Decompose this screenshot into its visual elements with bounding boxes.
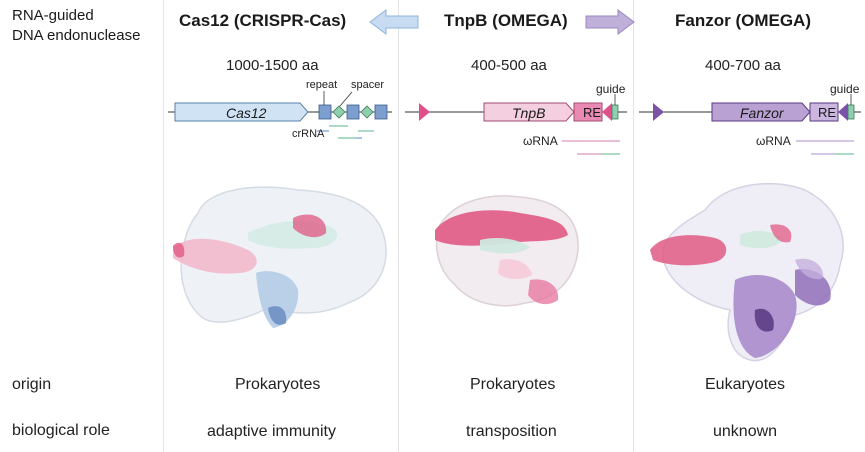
tnpb-gene-label: TnpB — [512, 105, 545, 121]
tnpb-guide-box — [612, 105, 618, 119]
tnpb-right-end-marker — [602, 103, 612, 121]
fanzor-guide-label: guide — [830, 82, 859, 96]
cas12-protein-structure — [168, 178, 394, 338]
fanzor-guide-box — [848, 105, 854, 119]
repeat-box — [319, 105, 331, 119]
fanzor-gene-label: Fanzor — [740, 105, 784, 121]
role-fanzor: unknown — [713, 423, 777, 441]
tnpb-protein-structure — [420, 185, 590, 320]
spacer-diamond — [333, 106, 345, 118]
origin-tnpb: Prokaryotes — [470, 376, 555, 394]
row-label-role: biological role — [12, 422, 110, 440]
row-header-line-1: RNA-guided — [12, 6, 140, 26]
crrna-label: crRNA — [292, 128, 324, 140]
row-label-origin: origin — [12, 376, 51, 394]
repeat-label: repeat — [306, 79, 337, 91]
column-divider-3 — [633, 0, 634, 452]
length-tnpb: 400-500 aa — [471, 57, 547, 74]
row-header-line-2: DNA endonuclease — [12, 26, 140, 46]
origin-cas12: Prokaryotes — [235, 376, 320, 394]
tnpb-omega-rna-label: ωRNA — [523, 134, 558, 148]
tnpb-left-end-marker — [419, 103, 430, 121]
column-title-cas12: Cas12 (CRISPR-Cas) — [179, 11, 346, 31]
right-arrow-icon — [584, 8, 636, 36]
tnpb-re-label: RE — [583, 105, 601, 120]
fanzor-right-end-marker — [838, 103, 848, 121]
spacer-diamond — [361, 106, 373, 118]
fanzor-omega-rna-label: ωRNA — [756, 134, 791, 148]
row-header-title: RNA-guided DNA endonuclease — [12, 6, 140, 46]
length-cas12: 1000-1500 aa — [226, 57, 319, 74]
fanzor-re-label: RE — [818, 105, 836, 120]
column-divider-1 — [163, 0, 164, 452]
fanzor-protein-structure — [645, 170, 860, 370]
column-title-tnpb: TnpB (OMEGA) — [444, 11, 568, 31]
repeat-box — [375, 105, 387, 119]
spacer-label: spacer — [351, 79, 384, 91]
role-cas12: adaptive immunity — [207, 423, 336, 441]
fanzor-left-end-marker — [653, 103, 664, 121]
column-divider-2 — [398, 0, 399, 452]
left-arrow-icon — [368, 8, 420, 36]
length-fanzor: 400-700 aa — [705, 57, 781, 74]
cas12-gene-label: Cas12 — [226, 105, 266, 121]
column-title-fanzor: Fanzor (OMEGA) — [675, 11, 811, 31]
repeat-box — [347, 105, 359, 119]
tnpb-guide-label: guide — [596, 82, 625, 96]
role-tnpb: transposition — [466, 423, 557, 441]
origin-fanzor: Eukaryotes — [705, 376, 785, 394]
